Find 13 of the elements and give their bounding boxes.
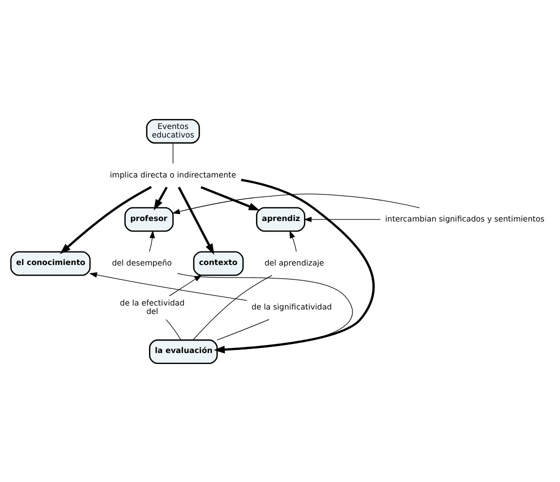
connector [172, 142, 174, 164]
arrow [290, 230, 297, 252]
arrow [178, 186, 214, 254]
arrow [154, 186, 168, 210]
connector [216, 318, 270, 340]
arrow [304, 216, 381, 222]
arrow [172, 193, 420, 214]
arrow [60, 186, 152, 254]
arrow [214, 178, 375, 353]
arrow [149, 230, 155, 252]
connector [166, 318, 182, 340]
arrow [89, 272, 248, 300]
arrow [200, 186, 260, 210]
